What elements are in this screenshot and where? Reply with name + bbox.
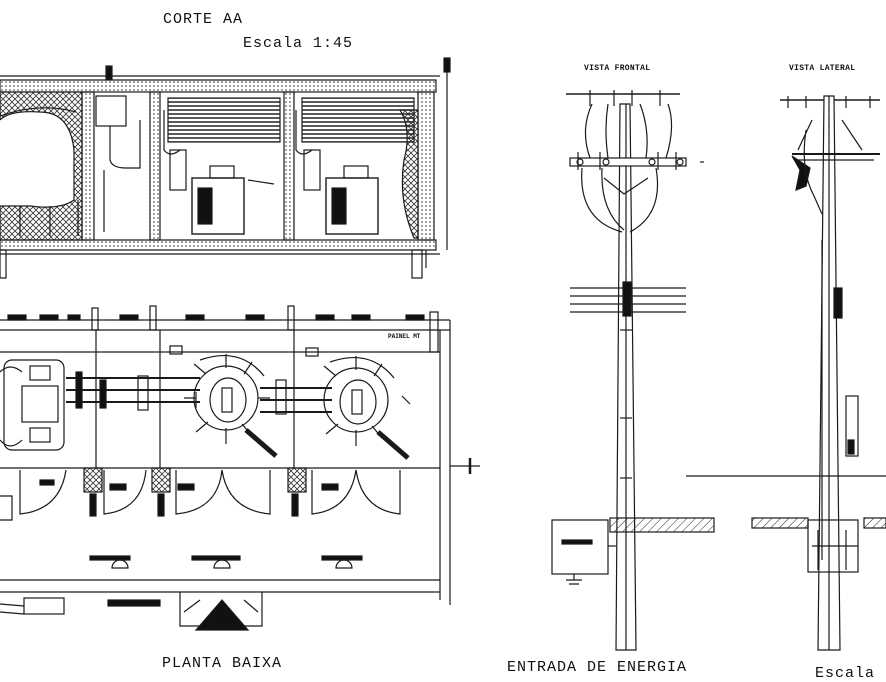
section-scale: Escala 1:45 — [243, 35, 354, 52]
energy-entry-scale: Escala — [815, 665, 876, 682]
front-view-pole — [551, 90, 715, 651]
energy-entry-title: ENTRADA DE ENERGIA — [507, 659, 688, 676]
section-title: CORTE AA — [163, 11, 244, 28]
side-view-title: VISTA LATERAL — [789, 64, 856, 73]
plan-view — [0, 305, 480, 631]
plan-title: PLANTA BAIXA — [162, 655, 283, 672]
front-view-title: VISTA FRONTAL — [584, 64, 651, 73]
plan-panel-note: PAINEL MT — [388, 333, 421, 340]
side-view-pole — [686, 95, 886, 651]
section-view — [0, 57, 451, 279]
